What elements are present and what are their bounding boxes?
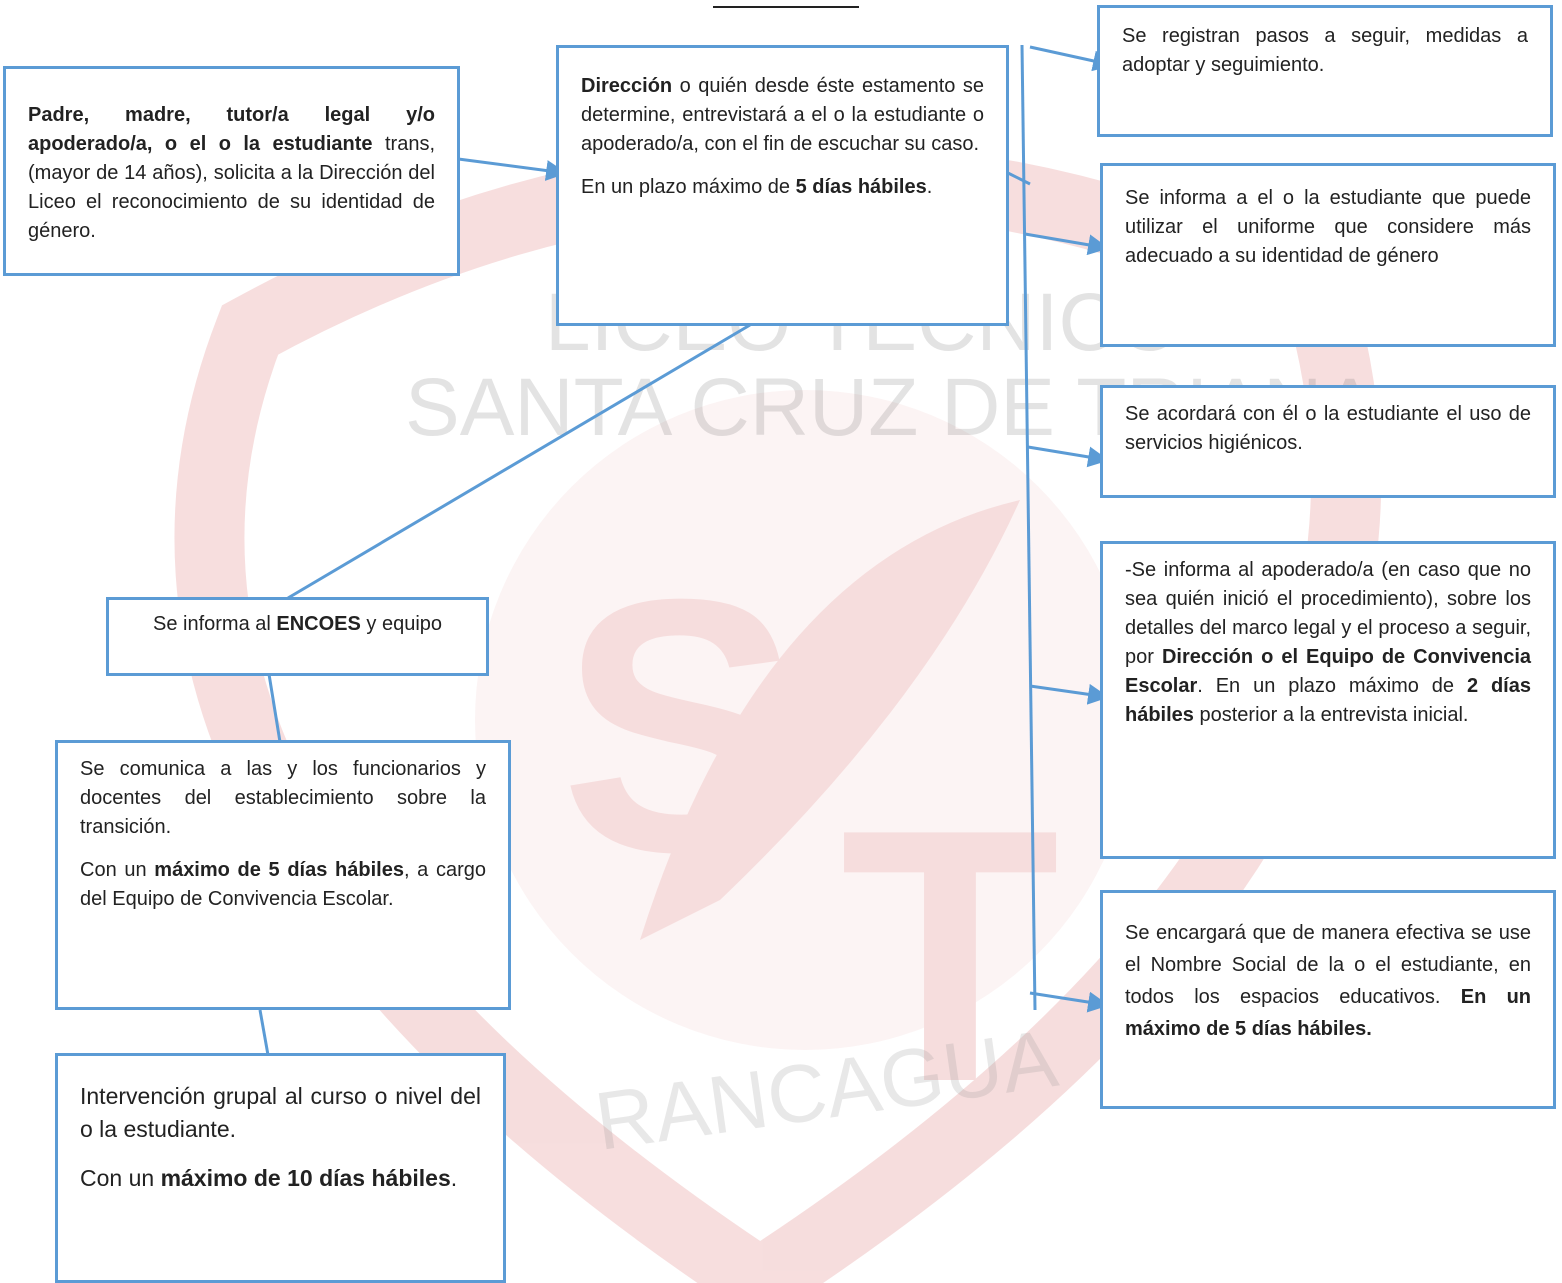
registro-box: Se registran pasos a seguir, medidas a a…: [1097, 5, 1553, 137]
nombre-social-plazo: En un máximo de 5 días hábiles.: [1125, 986, 1532, 1040]
direccion-plazo-post: .: [926, 176, 933, 198]
watermark-letter-t: T: [840, 755, 1060, 1157]
intervencion-plazo-pre: Con un: [80, 1165, 161, 1191]
direccion-box: Dirección o quién desde éste estamento s…: [556, 45, 1009, 326]
nombre-social-box: Se encargará que de manera efectiva se u…: [1100, 890, 1556, 1109]
apoderado-responsable: Dirección o el Equipo de Convivencia Esc…: [1125, 646, 1532, 697]
logo-circle: [475, 390, 1135, 1050]
arrow-to-nombre-social: [1029, 991, 1110, 1013]
solicitud-text: trans, (mayor de 14 años), solicita a la…: [28, 133, 435, 242]
line-comunica-to-intervencion: [258, 1009, 270, 1056]
tick-direccion-top: [1005, 170, 1031, 186]
line-encoes-to-comunica: [266, 667, 282, 743]
comunica-text: Se comunica a las y los funcionarios y d…: [80, 758, 486, 838]
apoderado-text-3: posterior a la entrevista inicial.: [1193, 704, 1469, 726]
direccion-plazo: 5 días hábiles: [795, 176, 927, 198]
watermark-letter-s: S: [560, 525, 800, 927]
solicitud-box: Padre, madre, tutor/a legal y/o apoderad…: [3, 66, 460, 276]
feather-shape: [640, 500, 1020, 940]
vertical-connector: [1020, 44, 1037, 1011]
comunica-box: Se comunica a las y los funcionarios y d…: [55, 740, 511, 1010]
nombre-social-text: Se encargará que de manera efectiva se u…: [1125, 922, 1531, 1008]
intervencion-box: Intervención grupal al curso o nivel del…: [55, 1053, 506, 1283]
arrow-to-uniforme: [1024, 232, 1110, 256]
servicios-text: Se acordará con él o la estudiante el us…: [1125, 403, 1531, 454]
apoderado-box: -Se informa al apoderado/a (en caso que …: [1100, 541, 1556, 859]
uniforme-text: Se informa a el o la estudiante que pued…: [1125, 187, 1531, 267]
arrow-solicitud-to-direccion: [442, 155, 568, 181]
encoes-label: ENCOES: [276, 613, 361, 635]
comunica-plazo: máximo de 5 días hábiles: [154, 859, 404, 881]
encoes-post: y equipo: [360, 613, 443, 635]
comunica-plazo-pre: Con un: [80, 859, 155, 881]
servicios-box: Se acordará con él o la estudiante el us…: [1100, 385, 1556, 498]
title-underline: [713, 0, 859, 8]
solicitud-actor: Padre, madre, tutor/a legal y/o apoderad…: [28, 104, 435, 155]
arrow-to-servicios: [1027, 445, 1110, 468]
comunica-plazo-post: , a cargo del Equipo de Convivencia Esco…: [80, 859, 486, 910]
encoes-pre: Se informa al: [152, 613, 277, 635]
apoderado-plazo: 2 días hábiles: [1125, 675, 1531, 726]
line-direccion-to-encoes: [287, 323, 751, 600]
direccion-text: o quién desde éste estamento se determin…: [581, 75, 984, 155]
intervencion-plazo-post: .: [450, 1165, 458, 1191]
direccion-actor: Dirección: [581, 75, 673, 97]
arrow-to-apoderado: [1029, 683, 1110, 705]
apoderado-text-2: . En un plazo máximo de: [1197, 675, 1467, 697]
direccion-plazo-pre: En un plazo máximo de: [581, 176, 796, 198]
registro-text: Se registran pasos a seguir, medidas a a…: [1122, 25, 1528, 76]
intervencion-plazo: máximo de 10 días hábiles: [160, 1165, 451, 1191]
encoes-box: Se informa al ENCOES y equipo: [106, 597, 489, 676]
uniforme-box: Se informa a el o la estudiante que pued…: [1100, 163, 1556, 347]
apoderado-text-1: -Se informa al apoderado/a (en caso que …: [1125, 559, 1531, 668]
intervencion-text: Intervención grupal al curso o nivel del…: [80, 1083, 481, 1142]
